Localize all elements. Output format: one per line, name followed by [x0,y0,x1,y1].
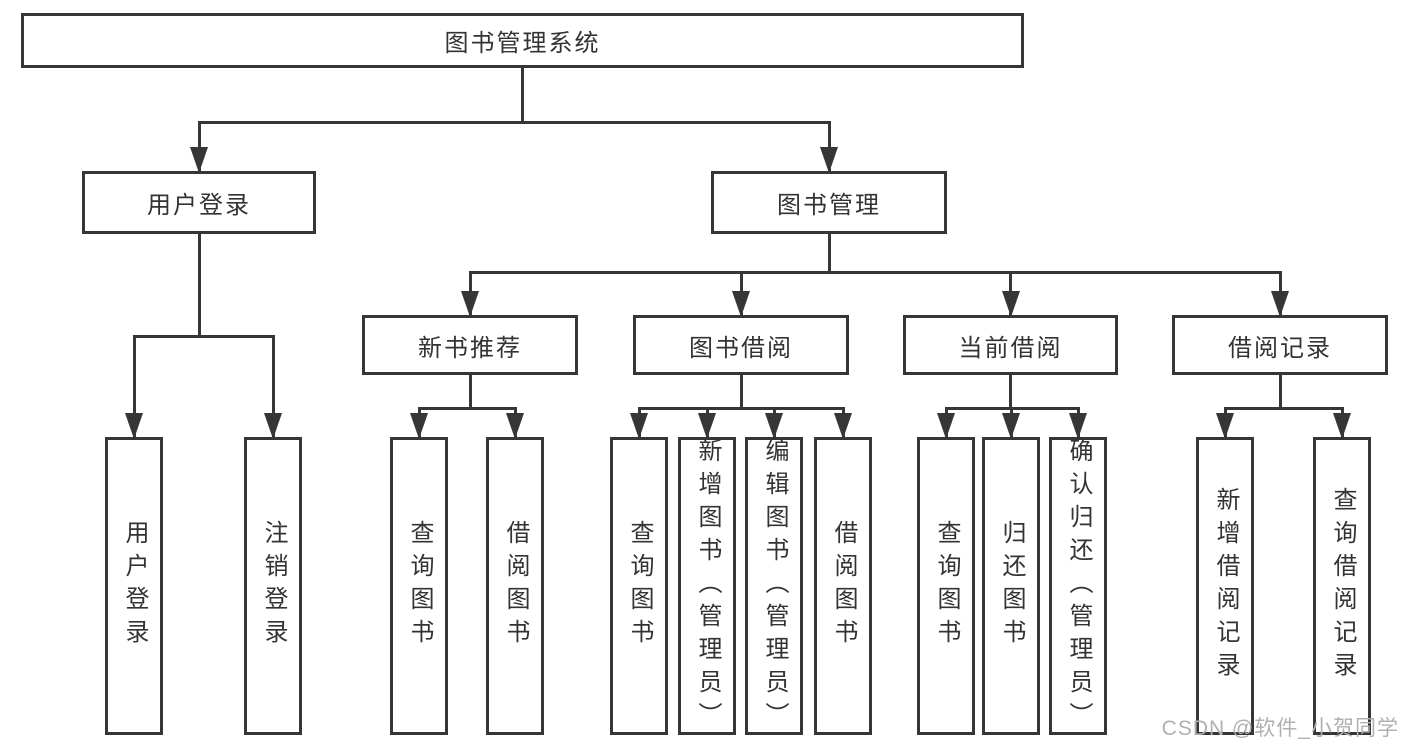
node-records-query: 查询借阅记录 [1313,437,1371,735]
connector-drop [827,122,831,171]
node-root: 图书管理系统 [21,13,1024,68]
connector-stem [1009,374,1012,408]
arrowhead-down-icon [190,147,208,173]
node-borrow-borrow: 借阅图书 [814,437,872,735]
node-label: 查询借阅记录 [1329,487,1356,685]
arrowhead-down-icon [834,413,852,439]
arrowhead-down-icon [1002,413,1020,439]
connector-rail [417,406,517,410]
arrowhead-down-icon [506,413,524,439]
node-borrow-edit: 编辑图书（管理员） [745,437,803,735]
connector-rail [468,270,1282,274]
connector-rail [197,120,831,124]
node-label: 借阅图书 [502,520,529,652]
node-records: 借阅记录 [1172,315,1388,375]
node-label: 用户登录 [147,192,251,219]
arrowhead-down-icon [820,147,838,173]
arrowhead-down-icon [1001,291,1020,317]
node-label: 图书借阅 [689,334,793,362]
node-label: 新增图书（管理员） [694,437,721,735]
node-label: 借阅图书 [830,520,857,652]
connector-stem [521,67,524,122]
arrowhead-down-icon [1069,413,1087,439]
connector-drop [197,122,201,171]
connector-stem [1278,374,1282,408]
arrowhead-down-icon [125,413,143,439]
arrowhead-down-icon [630,413,648,439]
node-label: 查询图书 [406,520,433,652]
node-mgmt: 图书管理 [711,171,947,234]
arrowhead-down-icon [410,413,428,439]
arrowhead-down-icon [937,413,955,439]
watermark: CSDN @软件_小贺同学 [1161,717,1399,740]
arrowhead-down-icon [698,413,716,439]
node-current-return: 归还图书 [982,437,1040,735]
connector-rail [637,406,845,410]
node-borrow-query: 查询图书 [610,437,668,735]
node-login-logout: 注销登录 [244,437,302,735]
arrowhead-down-icon [732,291,750,317]
connector-stem [197,233,201,336]
connector-drop [132,336,136,437]
node-label: 图书管理 [777,192,881,219]
node-label: 查询图书 [626,520,653,652]
node-rec-query: 查询图书 [390,437,448,735]
connector-drop [271,336,275,437]
node-label: 当前借阅 [958,334,1063,362]
node-label: 借阅记录 [1228,334,1332,362]
node-borrow-add: 新增图书（管理员） [678,437,736,735]
node-label: 确认归还（管理员） [1065,437,1092,735]
node-label: 新增借阅记录 [1212,487,1239,685]
arrowhead-down-icon [264,413,282,439]
node-label: 查询图书 [933,520,960,652]
node-rec: 新书推荐 [362,315,578,375]
node-label: 用户登录 [121,520,148,652]
connector-rail [1223,406,1344,410]
node-records-add: 新增借阅记录 [1196,437,1254,735]
connector-stem [827,233,831,272]
node-label: 新书推荐 [418,334,522,362]
arrowhead-down-icon [1333,413,1351,439]
connector-stem [468,374,472,408]
connector-stem [739,374,743,408]
arrowhead-down-icon [461,291,479,317]
node-current-confirm: 确认归还（管理员） [1049,437,1107,735]
node-label: 编辑图书（管理员） [761,437,788,735]
node-current-query: 查询图书 [917,437,975,735]
node-current: 当前借阅 [903,315,1118,375]
node-label: 归还图书 [998,520,1025,652]
arrowhead-down-icon [765,413,783,439]
node-rec-borrow: 借阅图书 [486,437,544,735]
node-borrow: 图书借阅 [633,315,849,375]
arrowhead-down-icon [1271,291,1289,317]
connector-rail [132,334,275,338]
arrowhead-down-icon [1216,413,1234,439]
node-login-user: 用户登录 [105,437,163,735]
node-login: 用户登录 [82,171,316,234]
node-label: 注销登录 [260,520,287,652]
node-label: 图书管理系统 [444,30,601,57]
